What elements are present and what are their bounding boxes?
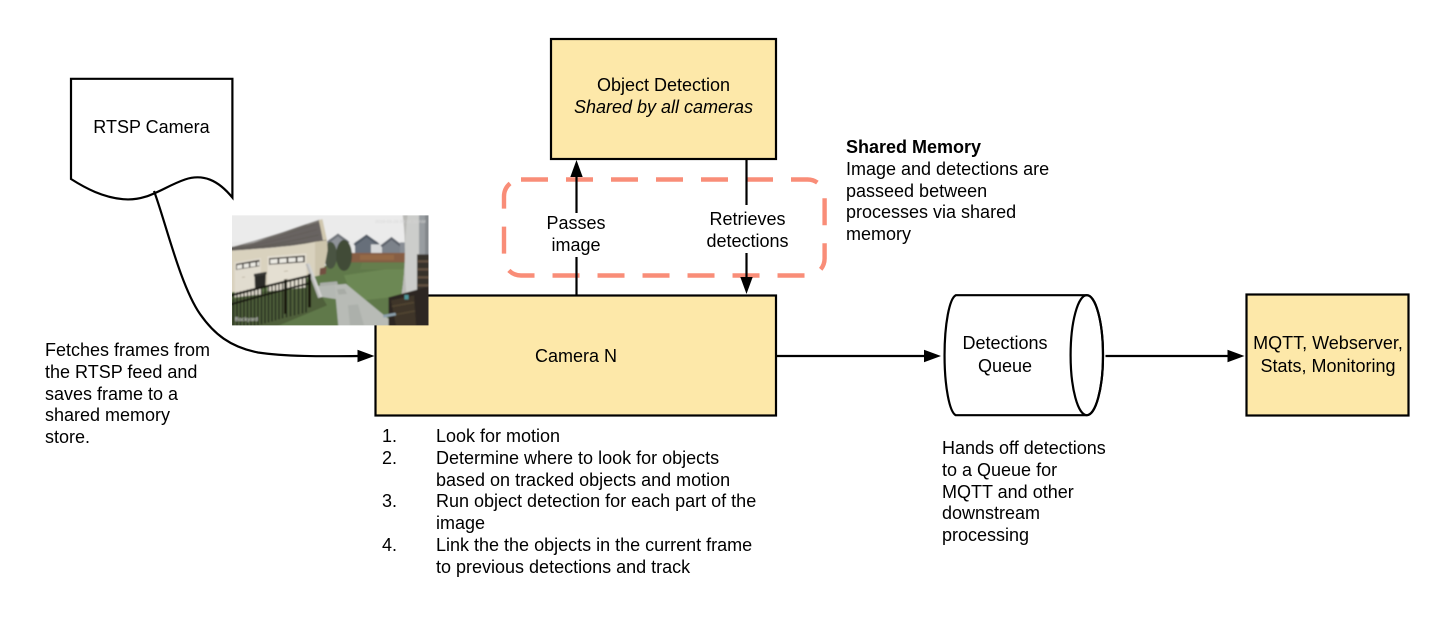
svg-text:2019-03-26 09:14:32 AM: 2019-03-26 09:14:32 AM <box>375 219 426 224</box>
svg-text:Backyard: Backyard <box>235 317 258 323</box>
